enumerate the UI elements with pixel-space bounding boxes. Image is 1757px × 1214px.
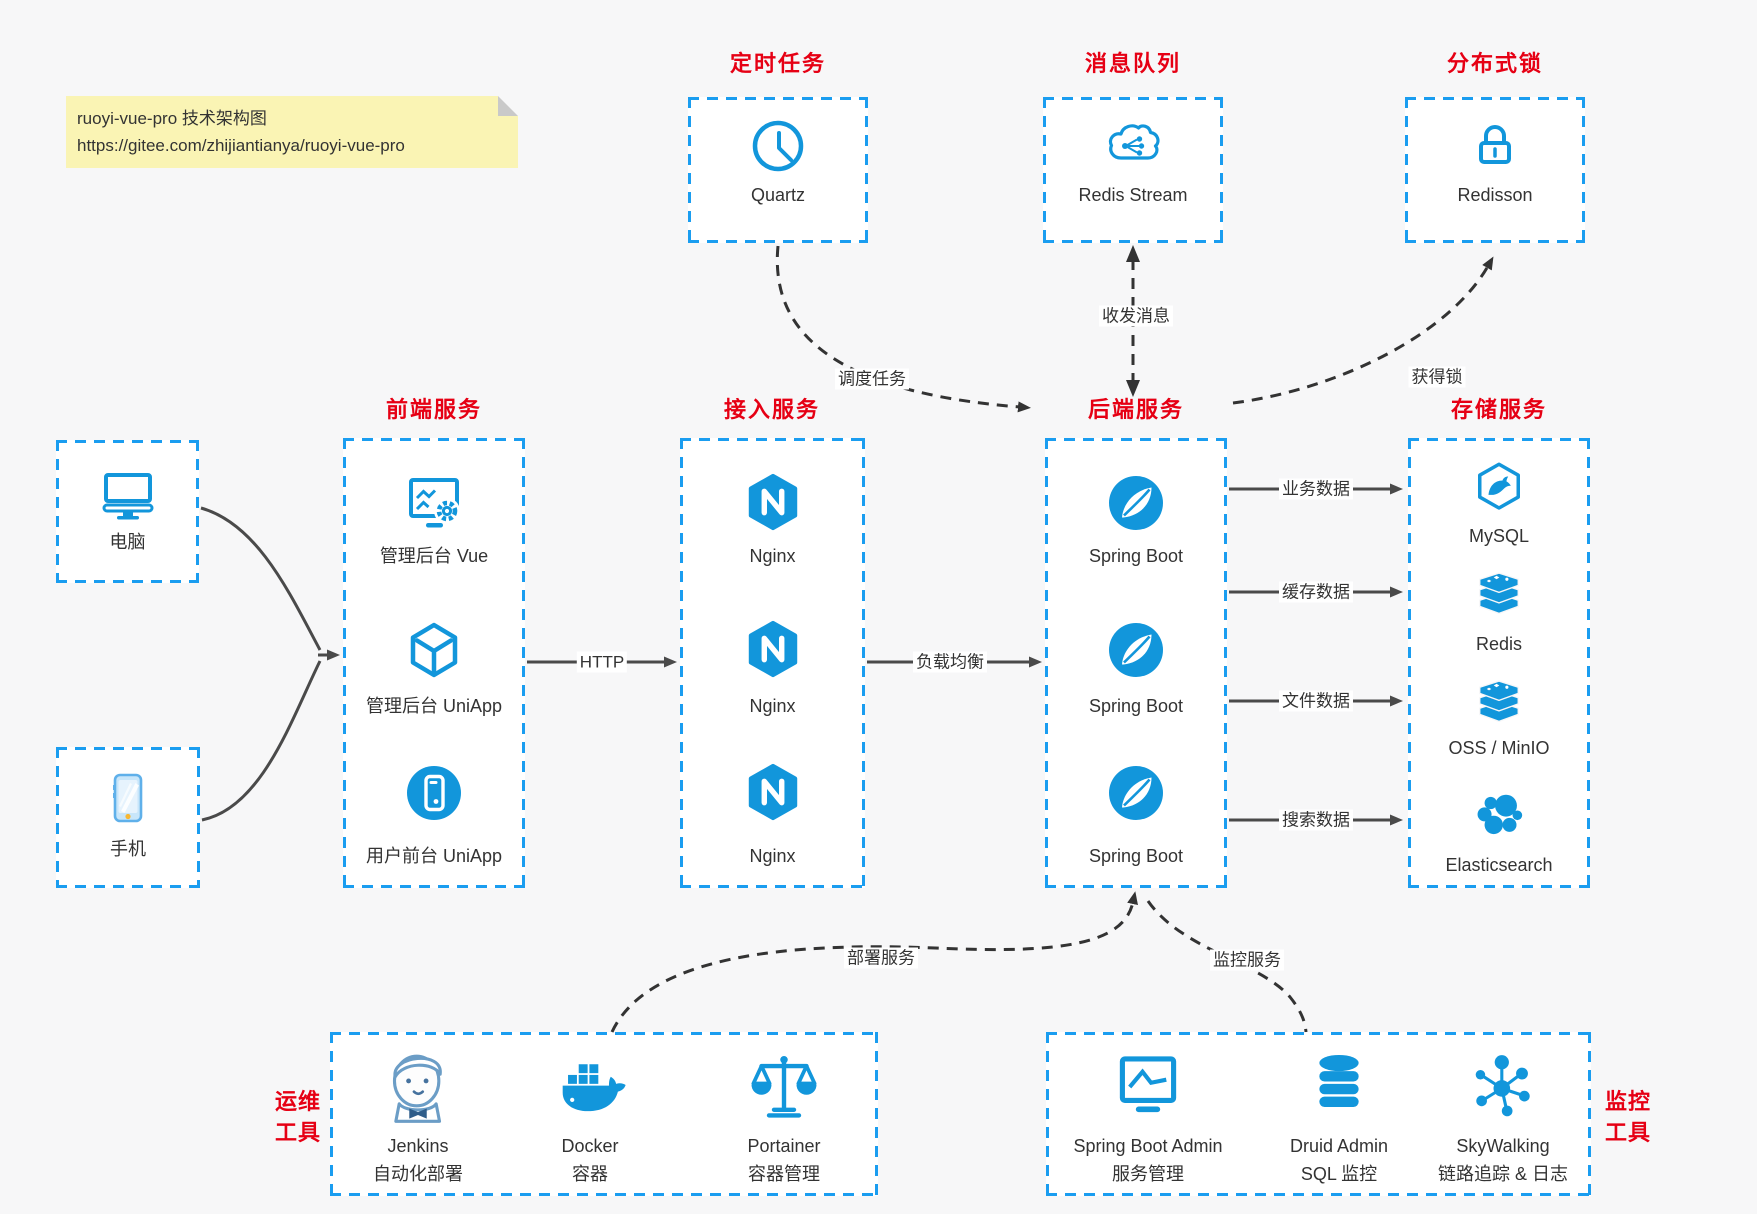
note-url: https://gitee.com/zhijiantianya/ruoyi-vu…: [77, 136, 405, 155]
storage-box: MySQL Redis OSS / MinIO Elastics: [1408, 438, 1590, 888]
ops-tools-box: Jenkins 自动化部署 Docker 容器: [330, 1032, 878, 1196]
section-title-access: 接入服务: [723, 397, 820, 422]
edge-label-http: HTTP: [576, 651, 628, 673]
section-title-frontend: 前端服务: [385, 397, 482, 422]
docker-icon: [562, 1064, 626, 1112]
storage-item-label: MySQL: [1468, 526, 1529, 546]
edge-label-messages: 收发消息: [1099, 305, 1173, 327]
edge-label-load-balance: 负载均衡: [913, 651, 987, 673]
edge-pc-to-frontend: [200, 506, 322, 651]
section-title-lock: 分布式锁: [1446, 51, 1543, 76]
access-item-label: Nginx: [749, 696, 796, 716]
quartz-label: Quartz: [750, 185, 806, 205]
jenkins-icon: [392, 1054, 442, 1123]
druid-database-icon: [1319, 1054, 1359, 1107]
mysql-icon: [1478, 462, 1520, 510]
monitor-item-druid: Druid Admin SQL 监控: [1256, 1032, 1422, 1196]
pc-client-box: 电脑: [56, 440, 199, 583]
skywalking-icon: [1475, 1055, 1530, 1117]
section-title-storage: 存储服务: [1450, 397, 1547, 422]
frontend-item-label: 管理后台 Vue: [379, 546, 489, 566]
section-title-mq: 消息队列: [1084, 51, 1181, 76]
edge-label-cache-data: 缓存数据: [1279, 581, 1353, 603]
redis-stream-label: Redis Stream: [1078, 185, 1188, 205]
monitor-item-skywalking: SkyWalking 链路追踪 & 日志: [1398, 1032, 1608, 1196]
frontend-item-label: 用户前台 UniApp: [365, 846, 503, 866]
monitor-item-desc: SQL 监控: [1300, 1164, 1378, 1184]
ops-item-jenkins: Jenkins 自动化部署: [333, 1032, 503, 1196]
frontend-box: 管理后台 Vue 管理后台 UniApp 用户前台 UniApp: [343, 438, 525, 888]
access-item-label: Nginx: [749, 846, 796, 866]
note-title: ruoyi-vue-pro 技术架构图: [77, 109, 267, 128]
redis-icon: [1479, 572, 1519, 615]
quartz-box: Quartz: [688, 97, 868, 243]
monitor-item-desc: 链路追踪 & 日志: [1437, 1164, 1568, 1184]
backend-item-label: Spring Boot: [1088, 696, 1184, 716]
spring-boot-icon: [1109, 766, 1163, 820]
edge-label-search-data: 搜索数据: [1279, 809, 1353, 831]
monitoring-tools-box: Spring Boot Admin 服务管理 Druid Admin SQL 监…: [1046, 1032, 1591, 1196]
redis-stream-box: Redis Stream: [1043, 97, 1223, 243]
computer-icon: [102, 473, 153, 520]
admin-vue-icon: [409, 478, 460, 528]
backend-box: Spring Boot Spring Boot Spring Boot: [1045, 438, 1227, 888]
spring-boot-icon: [1109, 476, 1163, 530]
storage-item-label: Elasticsearch: [1445, 855, 1553, 875]
ops-item-name: Portainer: [747, 1136, 821, 1156]
mobile-client-box: 手机: [56, 747, 200, 888]
storage-item-label: OSS / MinIO: [1448, 738, 1550, 758]
nginx-icon: [748, 763, 797, 821]
nginx-icon: [748, 620, 797, 678]
backend-item-label: Spring Boot: [1088, 546, 1184, 566]
edge-label-deploy: 部署服务: [844, 947, 918, 969]
edge-mobile-to-frontend: [201, 660, 322, 822]
monitor-item-name: Druid Admin: [1289, 1136, 1389, 1156]
sticky-note: ruoyi-vue-pro 技术架构图 https://gitee.com/zh…: [66, 96, 518, 168]
backend-item-label: Spring Boot: [1088, 846, 1184, 866]
ops-item-portainer: Portainer 容器管理: [699, 1032, 869, 1196]
monitor-item-desc: 服务管理: [1112, 1164, 1184, 1184]
monitoring-side-title: 监控 工具: [1604, 1089, 1651, 1145]
storage-item-label: Redis: [1475, 634, 1523, 654]
edge-label-monitor: 监控服务: [1210, 949, 1284, 971]
lock-icon: [1479, 125, 1511, 164]
ops-side-title: 运维 工具: [274, 1089, 321, 1145]
redisson-box: Redisson: [1405, 97, 1585, 243]
section-title-scheduler: 定时任务: [729, 51, 826, 76]
phone-icon: [113, 773, 143, 823]
clock-icon: [752, 120, 804, 172]
ops-item-desc: 容器管理: [748, 1164, 820, 1184]
portainer-scales-icon: [751, 1056, 817, 1118]
arrowhead-up: [1126, 245, 1140, 262]
edge-label-acquire-lock: 获得锁: [1408, 366, 1466, 388]
ops-item-docker: Docker 容器: [505, 1032, 675, 1196]
edge-label-biz-data: 业务数据: [1279, 478, 1353, 500]
ops-item-desc: 自动化部署: [373, 1164, 463, 1184]
oss-minio-icon: [1479, 680, 1519, 723]
access-box: Nginx Nginx Nginx: [680, 438, 865, 888]
uniapp-cube-icon: [410, 622, 458, 678]
ops-item-desc: 容器: [572, 1164, 608, 1184]
mobile-label: 手机: [110, 839, 146, 859]
spring-boot-admin-icon: [1119, 1056, 1177, 1113]
edge-label-schedule: 调度任务: [835, 368, 909, 390]
spring-boot-icon: [1109, 623, 1163, 677]
monitor-item-sba: Spring Boot Admin 服务管理: [1046, 1032, 1250, 1196]
arrowhead-down: [1126, 380, 1140, 397]
ops-item-name: Docker: [561, 1136, 619, 1156]
edge-label-file-data: 文件数据: [1279, 690, 1353, 712]
cloud-stream-icon: [1108, 124, 1160, 160]
monitor-item-name: SkyWalking: [1456, 1136, 1550, 1156]
monitor-item-name: Spring Boot Admin: [1073, 1136, 1223, 1156]
frontend-item-label: 管理后台 UniApp: [365, 696, 503, 716]
section-title-backend: 后端服务: [1087, 397, 1184, 422]
access-item-label: Nginx: [749, 546, 796, 566]
redisson-label: Redisson: [1457, 185, 1533, 205]
pc-label: 电脑: [109, 532, 146, 552]
ops-item-name: Jenkins: [387, 1136, 449, 1156]
uniapp-user-icon: [407, 766, 461, 820]
elasticsearch-icon: [1477, 794, 1523, 835]
nginx-icon: [748, 473, 797, 531]
